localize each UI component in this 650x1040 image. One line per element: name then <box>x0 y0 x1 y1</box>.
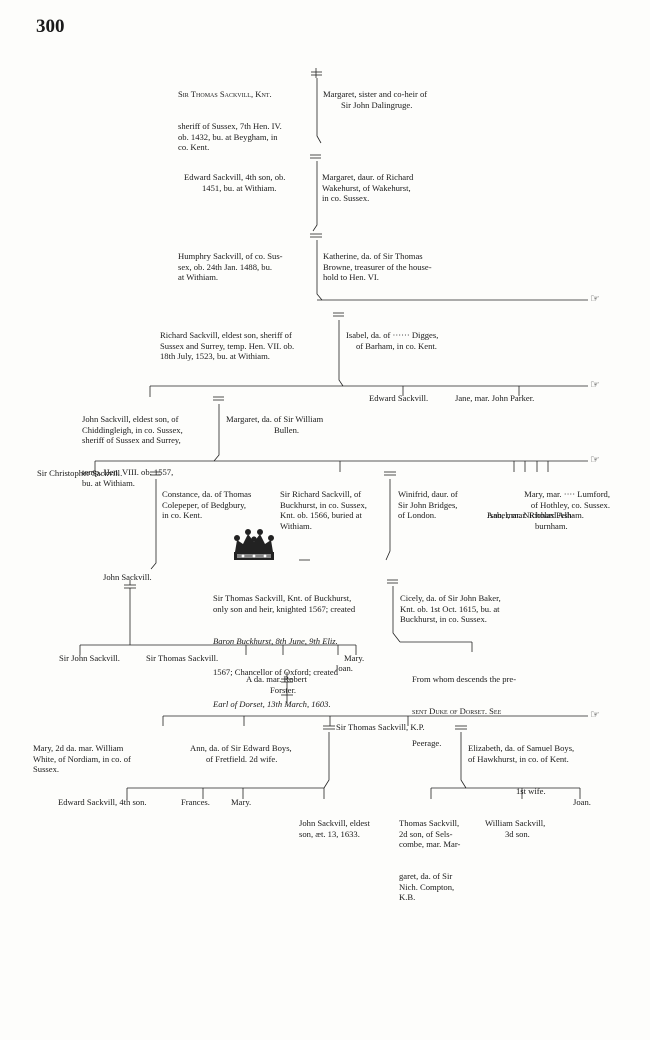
entry-sir-john-sackvill: Sir John Sackvill. <box>59 653 120 663</box>
entry-john-sackvill-gen7: John Sackvill. <box>103 572 152 582</box>
pointing-hand-icon: ☞ <box>590 379 600 391</box>
entry-sir-thomas-sackvill-kp: Sir Thomas Sackvill, K.P. <box>336 722 425 732</box>
entry-edward-sackvill-gen5: Edward Sackvill. <box>369 393 429 403</box>
entry-mary-lumford: Mary, mar. ···· Lumford,of Hothley, co. … <box>524 489 610 510</box>
entry-sir-thomas-sackvill-1432: Sir Thomas Sackvill, Knt. sheriff of Sus… <box>178 89 282 153</box>
entry-isabel-ashburnham: Isabel, mar. Richard Ash-burnham. <box>487 510 575 531</box>
entry-richard-sackvill-1523: Richard Sackvill, eldest son, sheriff of… <box>160 330 295 362</box>
entry-ann-pelham: Ann, mar. Nicholas Pelham. <box>487 510 584 520</box>
entry-joan-gen8: Joan. <box>335 663 353 673</box>
pointing-hand-icon: ☞ <box>590 454 600 466</box>
entry-isabel-digges: Isabel, da. of ······ Digges,of Barham, … <box>346 330 439 351</box>
entry-ann-boys: Ann, da. of Sir Edward Boys,of Fretfield… <box>190 743 292 764</box>
entry-joan-gen10: Joan. <box>573 797 591 807</box>
entry-jane-parker: Jane, mar. John Parker. <box>455 393 535 403</box>
entry-cicely-baker: Cicely, da. of Sir John Baker,Knt. ob. 1… <box>400 593 501 625</box>
entry-edward-sackvill-1451: Edward Sackvill, 4th son, ob.1451, bu. a… <box>184 172 286 193</box>
page-number: 300 <box>36 16 65 37</box>
entry-elizabeth-boys: Elizabeth, da. of Samuel Boys,of Hawkhur… <box>468 743 575 796</box>
entry-frances: Frances. <box>181 797 210 807</box>
pointing-hand-icon: ☞ <box>590 293 600 305</box>
entry-humphry-sackvill: Humphry Sackvill, of co. Sus-sex, ob. 24… <box>178 251 283 283</box>
entry-edward-sackvill-4th-son: Edward Sackvill, 4th son. <box>58 797 147 807</box>
entry-sir-thomas-sackvill-gen8: Sir Thomas Sackvill. <box>146 653 219 663</box>
entry-sir-christopher-sackvill: Sir Christopher Sackvill. <box>37 468 123 478</box>
entry-mary-gen10: Mary. <box>231 797 252 807</box>
entry-mary-gen8: Mary. <box>344 653 365 663</box>
entry-william-sackvill: William Sackvill,3d son. <box>485 818 546 839</box>
pointing-hand-icon: ☞ <box>590 709 600 721</box>
entry-duke-of-dorset-note: From whom descends the pre- sent Duke of… <box>412 674 517 748</box>
entry-thomas-sackvill-selscombe: Thomas Sackvill,2d son, of Sels-combe, m… <box>399 818 461 903</box>
entry-sir-thomas-sackvill-earl-of-dorset: Sir Thomas Sackvill, Knt. of Buckhurst,o… <box>213 593 356 710</box>
earl-coronet-icon <box>234 529 274 560</box>
